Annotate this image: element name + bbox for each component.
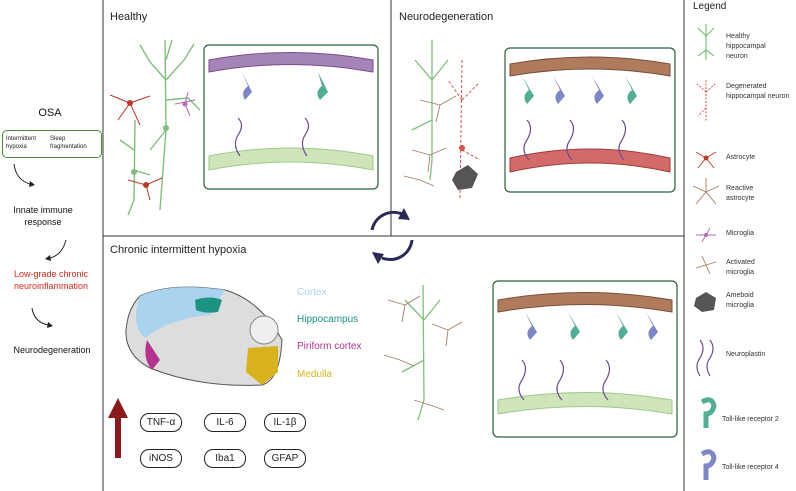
label-hippocampus: Hippocampus [297, 314, 359, 325]
healthy-inset-box [203, 44, 379, 190]
marker-tnf-alpha: TNF-α [140, 413, 182, 432]
osa-box [2, 130, 102, 158]
label-piriform-cortex: Piriform cortex [297, 341, 362, 352]
osa-box-left: Intermittent hypoxia [6, 136, 37, 150]
legend-healthy-neuron: Healthy hippocampal neuron [726, 33, 766, 60]
panel-title-healthy: Healthy [110, 11, 148, 23]
marker-il-1beta: IL-1β [264, 413, 306, 432]
neurodegeneration-step: Neurodegeneration [13, 345, 91, 355]
innate-immune-response: Innate immune response [13, 205, 73, 227]
legend-toll-like-receptor-4: Toll-like receptor 4 [722, 464, 779, 471]
legend-degenerated-neuron: Degenerated hippocampal neuron [726, 83, 790, 100]
neuroinflammation: Low-grade chronic neuroinflammation [13, 269, 89, 291]
marker-iba1: Iba1 [204, 449, 246, 468]
label-medulla: Medulla [297, 369, 333, 380]
legend-ameboid-microglia: Ameboid microglia [726, 292, 755, 309]
osa-box-right: Sleep fragmentation [50, 136, 87, 150]
osa-title: OSA [38, 107, 62, 119]
legend-microglia: Microglia [726, 230, 755, 237]
marker-gfap: GFAP [264, 449, 306, 468]
label-cortex: Cortex [297, 287, 327, 298]
panel-title-neurodegeneration: Neurodegeneration [399, 11, 494, 23]
legend-astrocyte: Astrocyte [726, 154, 756, 161]
legend-reactive-astrocyte: Reactive astrocyte [726, 185, 755, 202]
legend-title: Legend [693, 1, 727, 12]
legend-toll-like-receptor-2: Toll-like receptor 2 [722, 416, 779, 423]
neurodegeneration-inset-box [504, 47, 676, 193]
panel-title-cih: Chronic intermittent hypoxia [110, 244, 247, 256]
legend-activated-microglia: Activated microglia [726, 259, 755, 276]
marker-il-6: IL-6 [204, 413, 246, 432]
cih-inset-box [492, 280, 678, 438]
marker-inos: iNOS [140, 449, 182, 468]
legend-neuroplastin: Neuroplastin [726, 351, 766, 358]
